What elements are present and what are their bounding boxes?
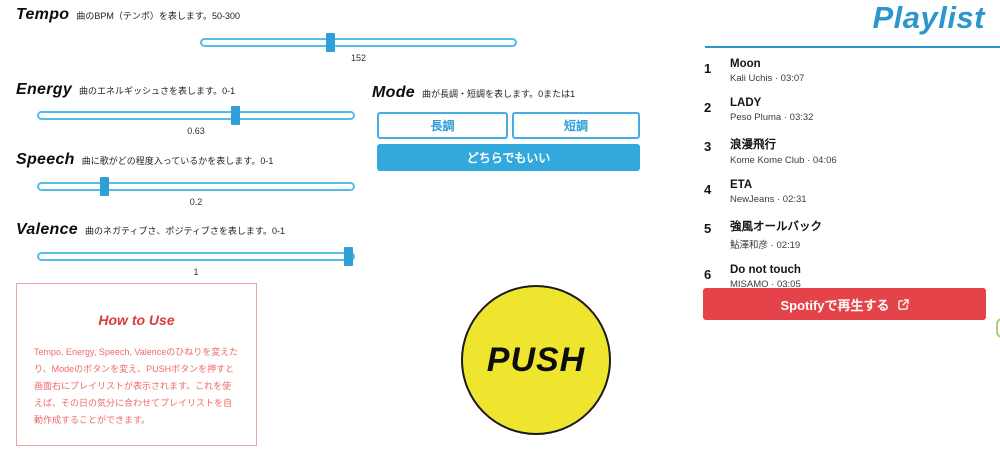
- energy-description: 曲のエネルギッシュさを表します。0-1: [79, 86, 236, 96]
- track-number: 4: [704, 182, 712, 197]
- external-link-icon: [897, 298, 909, 310]
- how-to-use-text: Tempo, Energy, Speech, Valenceのひねりを変えたり、…: [34, 347, 239, 425]
- tempo-slider[interactable]: [200, 33, 517, 52]
- track-artist-duration: Peso Pluma · 03:32: [730, 112, 814, 123]
- energy-label: Energy: [16, 81, 73, 98]
- track-artist-duration: MISAMO · 03:05: [730, 279, 801, 290]
- energy-section-header: Energy 曲のエネルギッシュさを表します。0-1: [16, 81, 235, 99]
- speech-slider[interactable]: [37, 177, 355, 196]
- playlist-divider: [705, 46, 1000, 48]
- valence-value: 1: [193, 267, 199, 277]
- playlist-track-list: 1 Moon Kali Uchis · 03:07 2 LADY Peso Pl…: [704, 58, 986, 303]
- valence-description: 曲のネガティブさ、ポジティブさを表します。0-1: [85, 226, 286, 236]
- push-button[interactable]: PUSH: [461, 285, 611, 435]
- tempo-description: 曲のBPM（テンポ）を表します。50-300: [76, 11, 240, 21]
- valence-section-header: Valence 曲のネガティブさ、ポジティブさを表します。0-1: [16, 221, 285, 239]
- track-artist-duration: Kali Uchis · 03:07: [730, 73, 805, 84]
- track-number: 5: [704, 221, 712, 236]
- mode-either-button[interactable]: どちらでもいい: [377, 144, 640, 171]
- how-to-use-title: How to Use: [98, 312, 175, 328]
- tempo-value: 152: [350, 53, 367, 63]
- how-to-use-box: How to Use Tempo, Energy, Speech, Valenc…: [16, 283, 257, 446]
- play-on-spotify-label: Spotifyで再生する: [780, 297, 890, 313]
- track-artist-duration: Kome Kome Club · 04:06: [730, 155, 837, 166]
- track-row[interactable]: 2 LADY Peso Pluma · 03:32: [704, 97, 986, 123]
- energy-slider-thumb[interactable]: [231, 106, 241, 125]
- mode-major-button[interactable]: 長調: [377, 112, 508, 139]
- track-title: Do not touch: [730, 264, 801, 276]
- clipped-edge-button[interactable]: [996, 318, 1000, 338]
- track-number: 3: [704, 139, 712, 154]
- mode-description: 曲が長調・短調を表します。0または1: [421, 89, 576, 99]
- push-button-label: PUSH: [486, 340, 586, 379]
- tempo-section-header: Tempo 曲のBPM（テンポ）を表します。50-300: [16, 6, 240, 24]
- speech-slider-thumb[interactable]: [100, 177, 109, 196]
- track-artist-duration: NewJeans · 02:31: [730, 194, 807, 205]
- speech-description: 曲に歌がどの程度入っているかを表します。0-1: [81, 156, 274, 166]
- track-number: 2: [704, 100, 712, 115]
- valence-label: Valence: [16, 221, 78, 238]
- valence-slider[interactable]: [37, 247, 355, 266]
- track-title: ETA: [730, 179, 753, 191]
- track-title: 浪漫飛行: [730, 139, 776, 151]
- energy-value: 0.63: [187, 126, 205, 136]
- track-artist-duration: 鮎澤和彦 · 02:19: [730, 240, 801, 251]
- valence-slider-thumb[interactable]: [344, 247, 353, 266]
- track-number: 6: [704, 267, 712, 282]
- track-title: 強風オールバック: [730, 221, 822, 233]
- track-row[interactable]: 4 ETA NewJeans · 02:31: [704, 179, 986, 205]
- track-row[interactable]: 6 Do not touch MISAMO · 03:05: [704, 264, 986, 290]
- mode-minor-button[interactable]: 短調: [512, 112, 640, 139]
- mode-section-header: Mode 曲が長調・短調を表します。0または1: [372, 84, 575, 102]
- tempo-slider-thumb[interactable]: [326, 33, 336, 52]
- tempo-label: Tempo: [16, 6, 70, 23]
- speech-value: 0.2: [189, 197, 203, 207]
- speech-section-header: Speech 曲に歌がどの程度入っているかを表します。0-1: [16, 151, 273, 169]
- play-on-spotify-button[interactable]: Spotifyで再生する: [703, 288, 986, 320]
- track-title: Moon: [730, 58, 761, 70]
- playlist-title: Playlist: [872, 0, 985, 35]
- track-row[interactable]: 3 浪漫飛行 Kome Kome Club · 04:06: [704, 136, 986, 166]
- track-title: LADY: [730, 97, 762, 109]
- speech-label: Speech: [16, 151, 75, 168]
- track-row[interactable]: 5 強風オールバック 鮎澤和彦 · 02:19: [704, 218, 986, 251]
- energy-slider[interactable]: [37, 106, 355, 125]
- mode-label: Mode: [372, 84, 415, 101]
- track-row[interactable]: 1 Moon Kali Uchis · 03:07: [704, 58, 986, 84]
- track-number: 1: [704, 61, 712, 76]
